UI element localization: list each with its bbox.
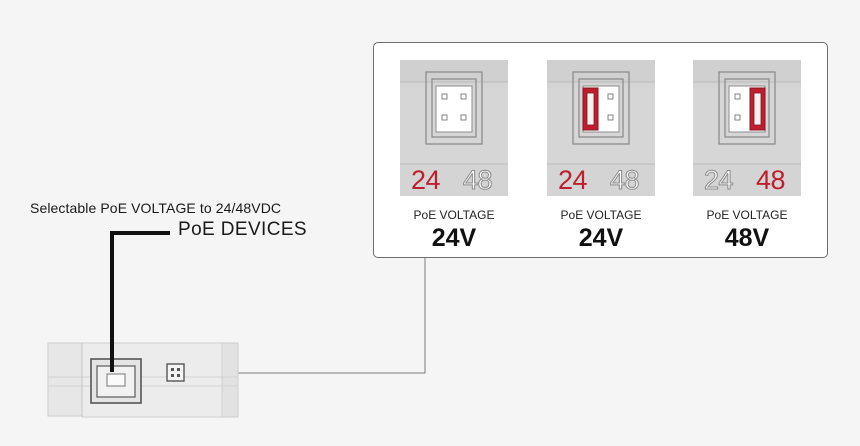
- jumper-block-2: [547, 60, 655, 165]
- jumper-setting-3: 24 48: [693, 60, 801, 196]
- jumper-voltage-3: 48V: [724, 224, 770, 252]
- label-48: 48: [756, 165, 786, 195]
- jumper-caption-1: PoE VOLTAGE: [413, 208, 495, 222]
- device-jumper-header: [166, 363, 185, 382]
- jumper-setting-2: 24 48: [547, 60, 655, 196]
- port-callout-line: [110, 231, 170, 372]
- label-24: 24: [411, 165, 441, 195]
- label-48: 48: [462, 165, 493, 196]
- label-24: 24: [558, 165, 588, 195]
- jumper-settings-panel: 24 48 PoE VOLTAGE 24V 24 48 PoE VOLTAGE …: [373, 42, 828, 258]
- injector-device: [47, 342, 239, 418]
- jumper-block-3: [693, 60, 801, 165]
- panel-leader-line: [185, 258, 426, 374]
- callout-title: Selectable PoE VOLTAGE to 24/48VDC: [30, 200, 282, 216]
- jumper-setting-1: 24 48: [400, 60, 508, 196]
- jumper-caption-2: PoE VOLTAGE: [560, 208, 642, 222]
- jumper-voltage-1: 24V: [431, 224, 477, 252]
- jumper-block-1: [400, 60, 508, 165]
- rj45-port: [90, 358, 142, 404]
- jumper-voltage-2: 24V: [578, 224, 624, 252]
- label-48: 48: [609, 165, 640, 196]
- label-24: 24: [703, 165, 734, 196]
- jumper-caption-3: PoE VOLTAGE: [706, 208, 788, 222]
- callout-subtitle: PoE DEVICES: [178, 219, 308, 240]
